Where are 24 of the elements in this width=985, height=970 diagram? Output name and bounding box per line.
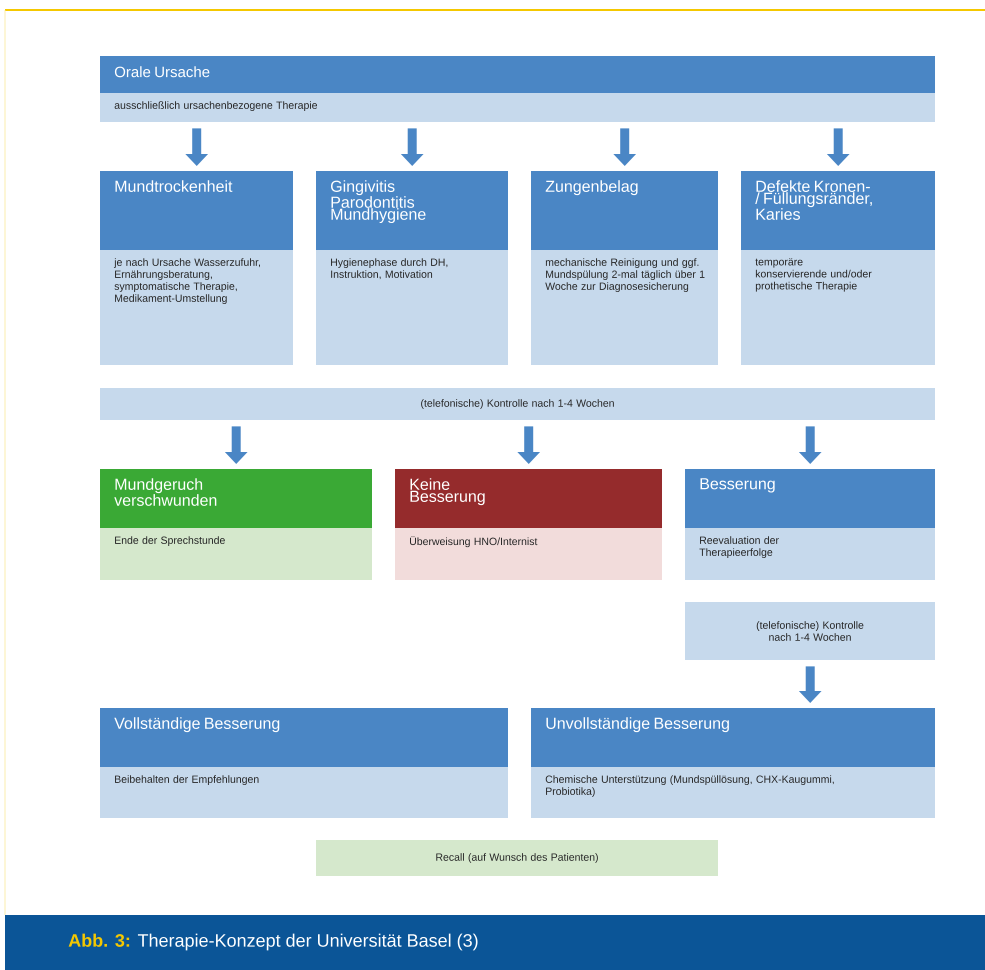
caption-band: Abb. 3: Therapie-Konzept der Universität Basel (3) xyxy=(5,915,985,970)
process-box: (telefonische) Kontrolle nach 1-4 Wochen xyxy=(100,388,935,420)
process-box: Vollständige Besserung Beibehalten der Empfehlungen xyxy=(100,708,508,818)
process-box: Zungenbelag mechanische Reinigung und ggf. Mundspülung 2-mal täglich über 1 Woche zur Diagnosesicherung xyxy=(531,171,718,365)
node-label: Zungenbelag xyxy=(546,180,638,196)
process-box: Besserung Reevaluation der Therapieerfolge xyxy=(685,469,935,580)
process-box: (telefonische) Kontrolle nach 1-4 Wochen xyxy=(685,602,935,660)
node-label: ausschließlich ursachenbezogene Therapie xyxy=(114,101,318,111)
node-label: Gingivitis Parodontitis Mundhygiene xyxy=(331,180,426,224)
node-label: Beibehalten der Empfehlungen xyxy=(115,775,259,785)
process-box: Mundgeruch verschwunden Ende der Sprechstunde xyxy=(100,469,372,580)
node-label: Defekte Kronen- / Füllungsränder, Karies xyxy=(755,180,872,220)
process-box: Mundtrockenheit je nach Ursache Wasserzufuhr, Ernährungsberatung, symptomatische Therapie, Medikament-Umstellung xyxy=(100,171,293,365)
process-box: Recall (auf Wunsch des Patienten) xyxy=(316,840,718,876)
node-label: Ende der Sprechstunde xyxy=(115,536,225,546)
process-box: Gingivitis Parodontitis Mundhygiene Hygienephase durch DH, Instruktion, Motivation xyxy=(316,171,508,365)
process-box: Defekte Kronen- / Füllungsränder, Karies temporäre konservierende und/oder prothetische Therapie xyxy=(741,171,935,365)
node-label: Überweisung HNO/Internist xyxy=(410,536,538,548)
node-label: Reevaluation der Therapieerfolge xyxy=(699,536,779,558)
process-box: Orale Ursache ausschließlich ursachenbezogene Therapie xyxy=(100,56,935,122)
node-label: Chemische Unterstützung (Mundspüllösung, CHX-Kaugummi, Probiotika) xyxy=(546,775,834,797)
process-box: Unvollständige Besserung Chemische Unterstützung (Mundspüllösung, CHX-Kaugummi, Probiotika) xyxy=(531,708,935,818)
node-label: Mundtrockenheit xyxy=(116,180,232,192)
process-box: Keine Besserung Überweisung HNO/Internist xyxy=(395,469,662,580)
